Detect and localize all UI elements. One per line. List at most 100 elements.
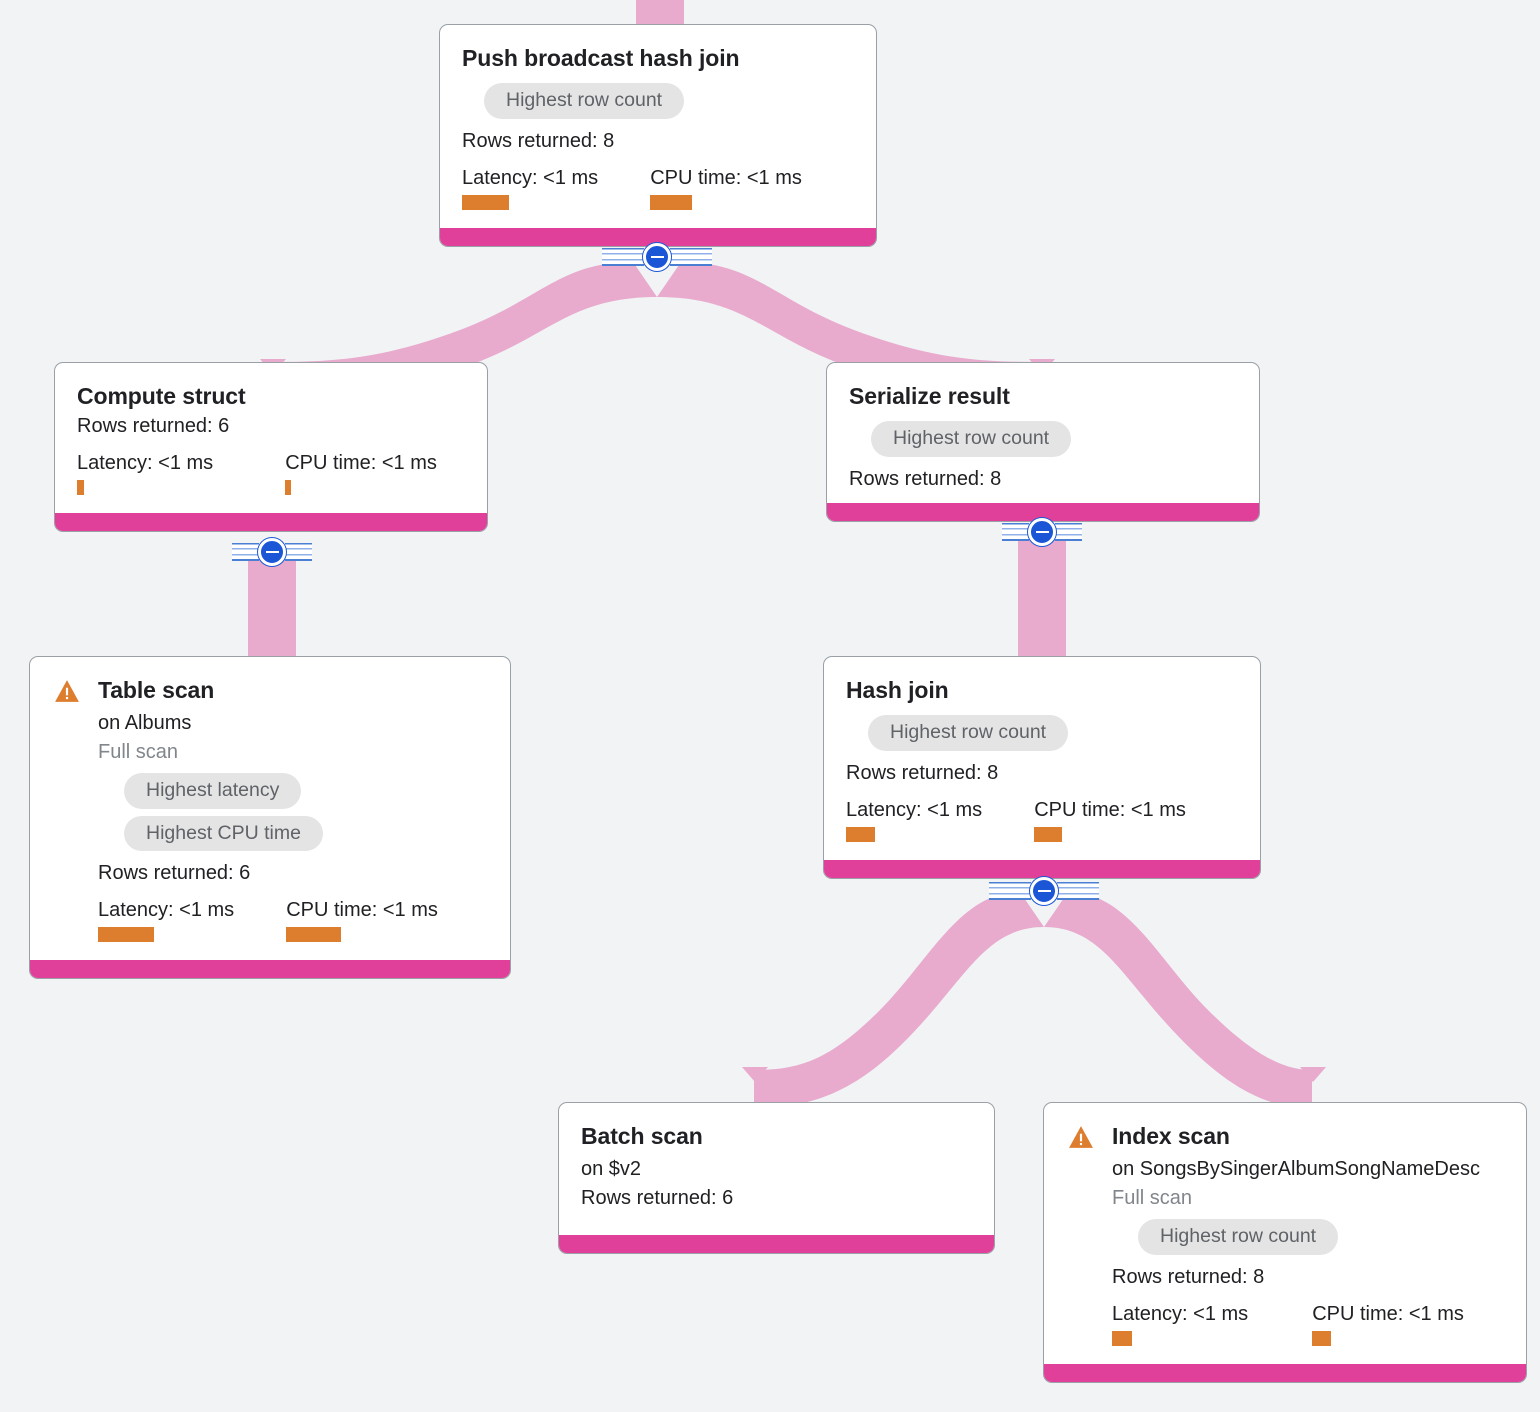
- node-footer-bar: [440, 227, 876, 246]
- collapse-rail-right: [1055, 523, 1082, 541]
- node-hash-join[interactable]: Hash join Highest row count Rows returne…: [823, 656, 1261, 879]
- node-title: Batch scan: [581, 1123, 703, 1149]
- arrowhead-batch-scan: [742, 1067, 768, 1082]
- node-body: Push broadcast hash join Highest row cou…: [440, 25, 876, 228]
- scan-type: Full scan: [98, 741, 179, 764]
- latency-bar: [77, 480, 84, 496]
- latency-bar: [1112, 1330, 1132, 1346]
- collapse-rail-right: [1057, 882, 1099, 900]
- node-push-broadcast-hash-join[interactable]: Push broadcast hash join Highest row cou…: [439, 24, 877, 247]
- edge-hash-join-to-index-scan: [1044, 892, 1312, 1108]
- metric-cpu-time: CPU time: <1 ms: [650, 167, 802, 210]
- collapse-control-serialize-result[interactable]: [1002, 517, 1082, 547]
- node-footer-bar: [55, 513, 487, 532]
- warning-icon: [55, 680, 79, 702]
- collapse-rail-left: [989, 882, 1031, 900]
- node-footer-bar: [827, 502, 1259, 521]
- collapse-rail-left: [602, 248, 644, 266]
- metric-latency: Latency: <1 ms: [98, 899, 235, 943]
- cpu-time-label: CPU time: <1 ms: [1034, 798, 1186, 821]
- node-compute-struct[interactable]: Compute struct Rows returned: 6 Latency:…: [54, 362, 488, 533]
- latency-label: Latency: <1 ms: [846, 798, 983, 821]
- status-badge-highest-cpu-time: Highest CPU time: [124, 815, 323, 852]
- node-body: Compute struct Rows returned: 6 Latency:…: [55, 363, 487, 513]
- rows-returned: Rows returned: 8: [849, 467, 1002, 490]
- node-title: Hash join: [846, 677, 949, 703]
- latency-bar: [98, 927, 154, 943]
- minus-icon[interactable]: [1030, 877, 1058, 905]
- cpu-time-label: CPU time: <1 ms: [650, 166, 802, 189]
- warning-icon: [1069, 1126, 1093, 1148]
- metric-cpu-time: CPU time: <1 ms: [285, 452, 437, 496]
- node-title: Push broadcast hash join: [462, 45, 740, 71]
- metrics-row: Latency: <1 ms CPU time: <1 ms: [846, 799, 1238, 842]
- latency-label: Latency: <1 ms: [98, 899, 235, 922]
- metric-cpu-time: CPU time: <1 ms: [1034, 799, 1186, 842]
- metrics-row: Latency: <1 ms CPU time: <1 ms: [77, 452, 465, 496]
- node-serialize-result[interactable]: Serialize result Highest row count Rows …: [826, 362, 1260, 522]
- rows-returned: Rows returned: 6: [98, 862, 251, 885]
- metric-cpu-time: CPU time: <1 ms: [1312, 1303, 1464, 1346]
- node-body: Index scan on SongsBySingerAlbumSongName…: [1044, 1103, 1526, 1364]
- node-title: Serialize result: [849, 383, 1010, 409]
- minus-icon[interactable]: [643, 243, 671, 271]
- status-badge-highest-row-count: Highest row count: [868, 715, 1069, 751]
- edge-serialize-result-to-hash-join: [1018, 528, 1066, 662]
- metric-cpu-time: CPU time: <1 ms: [286, 899, 438, 943]
- latency-label: Latency: <1 ms: [462, 166, 599, 189]
- node-table-scan[interactable]: Table scan on Albums Full scan Highest l…: [29, 656, 511, 980]
- arrowhead-index-scan: [1300, 1067, 1326, 1082]
- node-footer-bar: [559, 1235, 994, 1254]
- metric-latency: Latency: <1 ms: [846, 799, 982, 842]
- collapse-control-hash-join[interactable]: [989, 876, 1099, 906]
- rows-returned: Rows returned: 8: [462, 129, 615, 152]
- cpu-time-label: CPU time: <1 ms: [286, 899, 438, 922]
- scan-target: on $v2: [581, 1158, 642, 1181]
- cpu-time-bar: [650, 194, 693, 210]
- node-title: Index scan: [1112, 1123, 1230, 1149]
- status-badge-highest-row-count: Highest row count: [484, 83, 685, 119]
- metrics-row: Latency: <1 ms CPU time: <1 ms: [462, 167, 854, 210]
- node-footer-bar: [824, 859, 1260, 878]
- collapse-rail-left: [232, 543, 259, 561]
- cpu-time-bar: [286, 927, 342, 943]
- cpu-time-label: CPU time: <1 ms: [285, 452, 437, 475]
- collapse-rail-left: [1002, 523, 1029, 541]
- node-batch-scan[interactable]: Batch scan on $v2 Rows returned: 6: [558, 1102, 995, 1255]
- latency-bar: [846, 826, 875, 842]
- node-body: Table scan on Albums Full scan Highest l…: [30, 657, 510, 960]
- rows-returned: Rows returned: 6: [77, 415, 230, 438]
- node-title: Compute struct: [77, 383, 246, 409]
- node-body: Batch scan on $v2 Rows returned: 6: [559, 1103, 994, 1235]
- node-body: Hash join Highest row count Rows returne…: [824, 657, 1260, 860]
- status-badge-highest-row-count: Highest row count: [1138, 1219, 1339, 1255]
- metric-latency: Latency: <1 ms: [462, 167, 598, 210]
- status-badge-highest-row-count: Highest row count: [871, 421, 1072, 457]
- node-body: Serialize result Highest row count Rows …: [827, 363, 1259, 503]
- rows-returned: Rows returned: 8: [1112, 1265, 1265, 1288]
- scan-type: Full scan: [1112, 1187, 1193, 1210]
- latency-label: Latency: <1 ms: [77, 452, 214, 475]
- minus-icon[interactable]: [1028, 518, 1056, 546]
- node-title: Table scan: [98, 677, 215, 703]
- collapse-control-compute-struct[interactable]: [232, 537, 312, 567]
- latency-label: Latency: <1 ms: [1112, 1302, 1249, 1325]
- cpu-time-label: CPU time: <1 ms: [1312, 1302, 1464, 1325]
- scan-target: on Albums: [98, 712, 192, 735]
- status-badge-highest-latency: Highest latency: [124, 773, 302, 809]
- latency-bar: [462, 194, 509, 210]
- edge-root-input: [636, 0, 684, 27]
- metrics-row: Latency: <1 ms CPU time: <1 ms: [1112, 1303, 1504, 1346]
- node-index-scan[interactable]: Index scan on SongsBySingerAlbumSongName…: [1043, 1102, 1527, 1383]
- collapse-rail-right: [670, 248, 712, 266]
- minus-icon[interactable]: [258, 538, 286, 566]
- metrics-row: Latency: <1 ms CPU time: <1 ms: [98, 899, 488, 943]
- cpu-time-bar: [1034, 826, 1063, 842]
- collapse-control-push-broadcast-hash-join[interactable]: [602, 242, 712, 272]
- rows-returned: Rows returned: 8: [846, 761, 999, 784]
- scan-target: on SongsBySingerAlbumSongNameDesc: [1112, 1158, 1480, 1181]
- cpu-time-bar: [1312, 1330, 1332, 1346]
- metric-latency: Latency: <1 ms: [77, 452, 214, 496]
- node-footer-bar: [1044, 1363, 1526, 1382]
